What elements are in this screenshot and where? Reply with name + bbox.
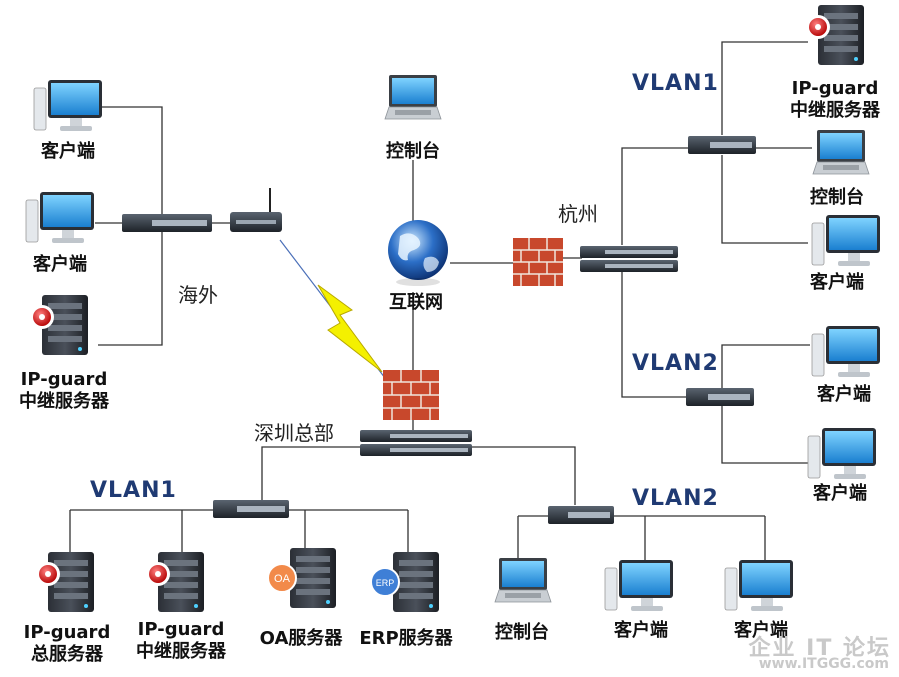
switch-icon — [360, 430, 472, 456]
server-icons: OA ERP — [30, 5, 864, 612]
site-hangzhou-label: 杭州 — [558, 202, 598, 226]
desktop-computer-icon — [807, 428, 876, 479]
central-console-label: 控制台 — [386, 141, 440, 162]
firewall-icon — [383, 370, 439, 420]
lightning-bolt-icon — [317, 284, 383, 373]
hz-client-3-label: 客户端 — [813, 483, 867, 504]
sz-client-2-label: 客户端 — [734, 620, 788, 641]
laptop-icon — [384, 75, 442, 120]
sz-oa-server-label: OA服务器 — [259, 628, 343, 649]
watermark-url: www.ITGGG.com — [758, 656, 889, 672]
switch-icon — [580, 246, 678, 272]
laptop-icon — [812, 130, 870, 175]
hz-console-label: 控制台 — [810, 187, 864, 208]
wireless-router-icon — [230, 188, 282, 232]
ip-guard-server-icon — [30, 295, 88, 355]
erp-badge-text: ERP — [376, 578, 395, 588]
site-overseas-label: 海外 — [178, 283, 218, 307]
sz-erp-server-label: ERP服务器 — [359, 628, 453, 649]
switch-icon — [548, 506, 614, 524]
desktop-computer-icon — [25, 192, 94, 243]
overseas-client-1-label: 客户端 — [41, 141, 95, 162]
oa-server-icon: OA — [267, 548, 336, 608]
hz-vlan2-label: VLAN2 — [632, 351, 719, 376]
desktop-computer-icon — [724, 560, 793, 611]
desktop-computer-icon — [604, 560, 673, 611]
firewall-icon — [513, 238, 563, 286]
sz-client-1-label: 客户端 — [614, 620, 668, 641]
switch-icon — [688, 136, 756, 154]
hz-client-1-label: 客户端 — [810, 272, 864, 293]
ip-guard-server-icon — [36, 552, 94, 612]
internet-label: 互联网 — [389, 292, 443, 313]
switch-icon — [122, 214, 212, 232]
desktop-computer-icon — [33, 80, 102, 131]
laptop-icon — [494, 558, 552, 603]
desktop-computer-icon — [811, 326, 880, 377]
watermark-title: 企业 IT 论坛 — [748, 636, 891, 661]
sz-vlan2-label: VLAN2 — [632, 486, 719, 511]
oa-badge-text: OA — [274, 573, 291, 585]
switch-icon — [686, 388, 754, 406]
site-shenzhen-hq-label: 深圳总部 — [254, 421, 334, 445]
laptop-console-icons — [384, 75, 870, 603]
hz-client-2-label: 客户端 — [817, 384, 871, 405]
desktop-computer-icon — [811, 215, 880, 266]
overseas-client-2-label: 客户端 — [33, 254, 87, 275]
desktop-client-icons — [25, 80, 880, 611]
switch-icon — [213, 500, 289, 518]
ip-guard-server-icon — [806, 5, 864, 65]
hz-vlan1-label: VLAN1 — [632, 71, 719, 96]
sz-vlan1-label: VLAN1 — [90, 478, 177, 503]
sz-console-label: 控制台 — [495, 622, 549, 643]
internet-globe-icon — [388, 220, 448, 286]
erp-server-icon: ERP — [370, 552, 439, 612]
ip-guard-server-icon — [146, 552, 204, 612]
